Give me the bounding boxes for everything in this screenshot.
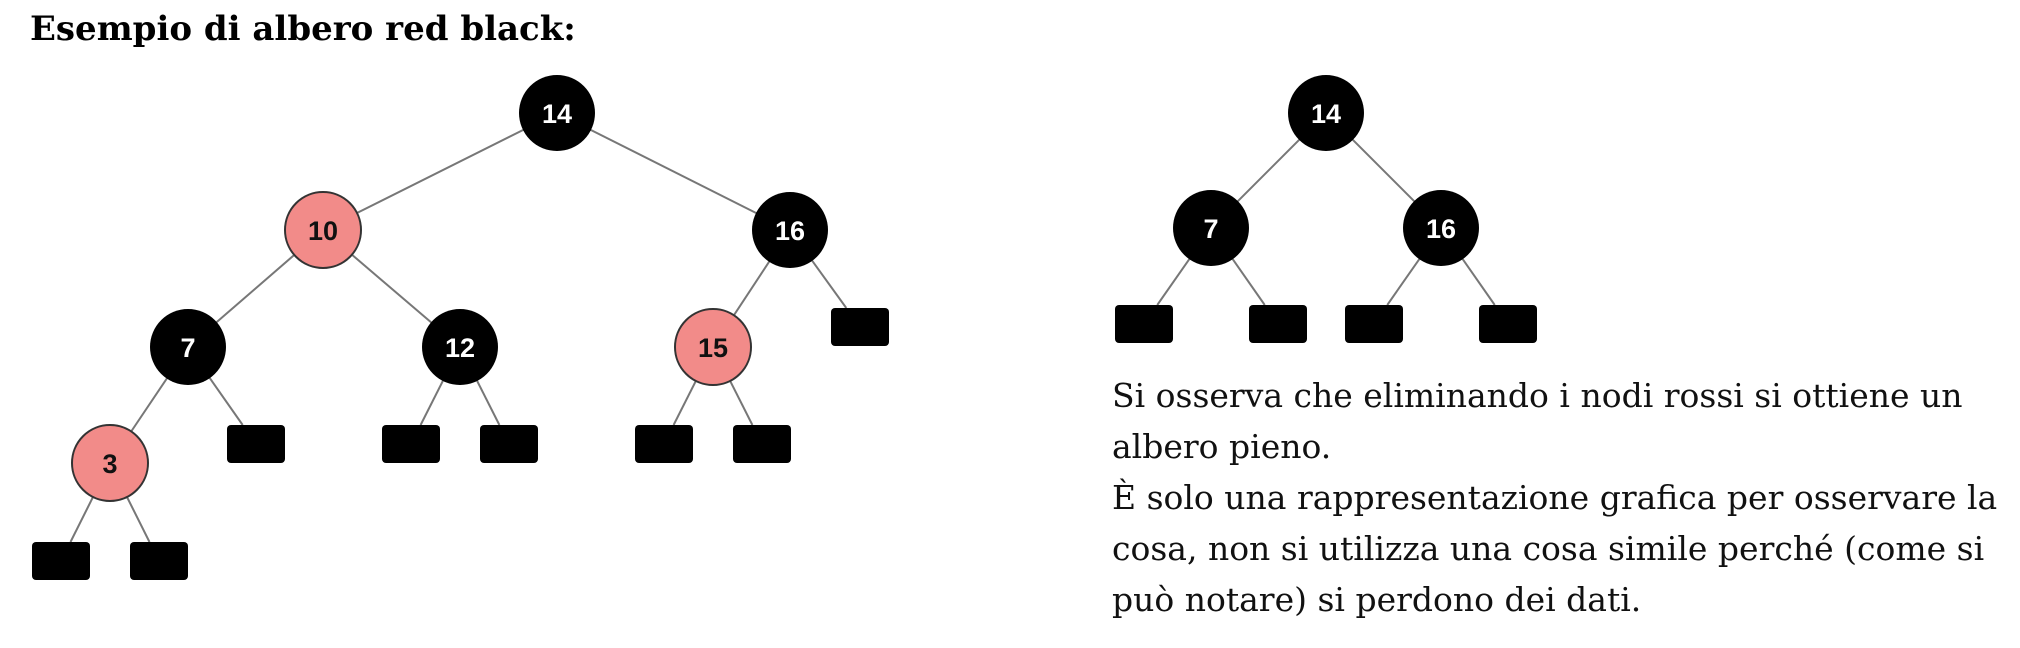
tree-edge: [214, 252, 297, 325]
tree-edge: [731, 259, 772, 318]
tree-edge: [1460, 256, 1496, 306]
node-circle: [71, 424, 149, 502]
nil-leaf-box: [1115, 305, 1173, 343]
nil-leaf-box: [733, 425, 791, 463]
nil-leaf: [831, 308, 889, 346]
node-circle: [674, 308, 752, 386]
black-node-7: 7: [150, 309, 226, 385]
nil-leaf-box: [831, 308, 889, 346]
node-key: 3: [102, 449, 117, 479]
node-key: 15: [698, 333, 728, 363]
red-node-10: 10: [284, 191, 362, 269]
nil-leaf: [1345, 305, 1403, 343]
node-circle: [519, 75, 595, 151]
tree-edge: [672, 378, 698, 426]
node-circle: [1173, 190, 1249, 266]
black-node-16: 16: [752, 192, 828, 268]
node-circle: [150, 309, 226, 385]
node-key: 7: [180, 333, 195, 363]
black-node-7: 7: [1173, 190, 1249, 266]
node-circle: [1403, 190, 1479, 266]
tree-edge: [1235, 137, 1302, 204]
edges-layer: [69, 128, 1496, 543]
node-key: 12: [445, 333, 475, 363]
nil-leaf: [227, 425, 285, 463]
nil-leaf-box: [130, 542, 188, 580]
nil-leaf: [130, 542, 188, 580]
explanation-paragraph-1: Si osserva che eliminando i nodi rossi s…: [1112, 376, 1963, 466]
node-circle: [752, 192, 828, 268]
tree-edge: [129, 376, 169, 434]
nil-leaf-box: [1479, 305, 1537, 343]
tree-edge: [69, 494, 95, 543]
nil-leaf: [382, 425, 440, 463]
tree-edge: [207, 375, 244, 426]
tree-edge: [354, 128, 526, 215]
red-node-3: 3: [71, 424, 149, 502]
node-key: 16: [775, 216, 805, 246]
node-circle: [1288, 75, 1364, 151]
node-key: 10: [308, 216, 338, 246]
nil-leaf-box: [227, 425, 285, 463]
nil-leaf-box: [1345, 305, 1403, 343]
node-key: 7: [1203, 214, 1218, 244]
nil-leaf-box: [382, 425, 440, 463]
black-node-14: 14: [1288, 75, 1364, 151]
nil-leaf: [1249, 305, 1307, 343]
tree-edge: [349, 252, 434, 325]
nil-leaf: [635, 425, 693, 463]
tree-edge: [728, 378, 754, 426]
nil-leaf: [32, 542, 90, 580]
nil-leaf-box: [32, 542, 90, 580]
explanation-text: Si osserva che eliminando i nodi rossi s…: [1112, 370, 2002, 625]
tree-edge: [588, 128, 759, 215]
nil-leaf: [480, 425, 538, 463]
page-title: Esempio di albero red black:: [30, 9, 576, 49]
node-circle: [284, 191, 362, 269]
node-key: 14: [1311, 99, 1341, 129]
tree-edge: [810, 258, 848, 309]
nil-leaf-box: [1249, 305, 1307, 343]
tree-edge: [125, 494, 151, 543]
nodes-layer: 14 10 16 7 12 15 3 14 7 16: [32, 75, 1537, 580]
black-node-16: 16: [1403, 190, 1479, 266]
black-node-14: 14: [519, 75, 595, 151]
explanation-paragraph-2: È solo una rappresentazione grafica per …: [1112, 478, 1998, 619]
node-key: 16: [1426, 214, 1456, 244]
node-circle: [422, 309, 498, 385]
node-key: 14: [542, 99, 572, 129]
tree-edge: [1350, 137, 1417, 204]
nil-leaf-box: [635, 425, 693, 463]
tree-edge: [1156, 256, 1192, 306]
tree-edge: [1386, 256, 1422, 306]
nil-leaf: [1115, 305, 1173, 343]
tree-edge: [1230, 256, 1266, 306]
nil-leaf: [1479, 305, 1537, 343]
black-node-12: 12: [422, 309, 498, 385]
tree-edge: [475, 378, 501, 426]
nil-leaf-box: [480, 425, 538, 463]
red-node-15: 15: [674, 308, 752, 386]
nil-leaf: [733, 425, 791, 463]
tree-edge: [419, 378, 445, 426]
